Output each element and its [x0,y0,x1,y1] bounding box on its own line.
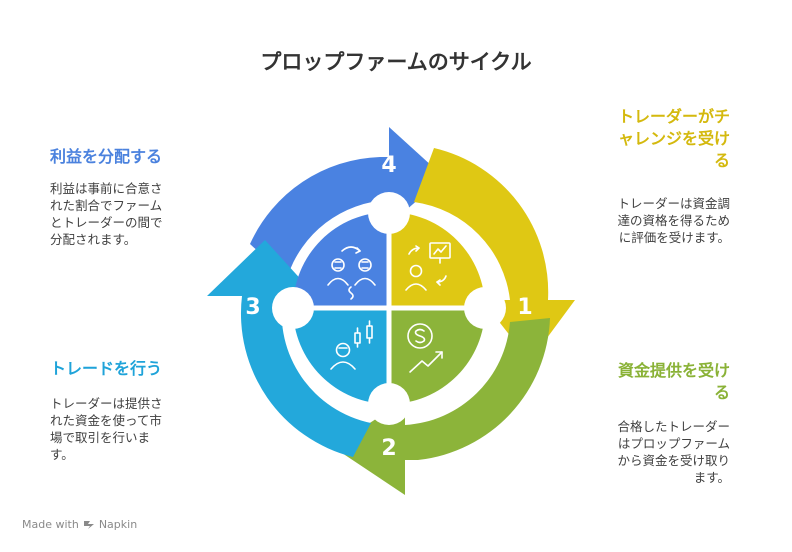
profit-sharing-icon [327,246,376,300]
arrow-step-1 [414,148,575,361]
step-number-2: 2 [381,436,396,461]
arrow-step-3 [207,240,371,457]
step-4-description: 利益は事前に合意さ れた割合でファーム とトレーダーの間で 分配されます。 [50,180,210,248]
trading-icon [330,320,373,370]
napkin-logo-icon [83,521,94,529]
step-4-desc-line: 利益は事前に合意さ [50,181,163,196]
step-3-heading: トレードを行う [50,359,163,378]
step-4-desc-line: 分配されます。 [50,232,137,247]
step-2-desc-line: 合格したトレーダー [617,419,730,434]
footer-brand: Napkin [98,518,138,531]
step-3-desc-line: トレーダーは提供さ [50,396,163,411]
step-2-desc-line: はプロップファーム [617,436,730,451]
step-4-desc-line: とトレーダーの間で [50,215,163,230]
step-4-desc-line: れた割合でファーム [50,198,163,213]
page-title: プロップファームのサイクル [260,50,532,74]
step-3-desc-line: 場で取引を行いま [50,430,151,445]
step-3-desc-line: れた資金を使って市 [50,413,162,428]
step-1-description: トレーダーは資金調 達の資格を得るため に評価を受けます。 [570,195,730,246]
step-2-desc-line: から資金を受け取り [617,453,730,468]
step-1-desc-line: トレーダーは資金調 [617,196,730,211]
step-number-1: 1 [517,295,532,320]
step-number-4: 4 [381,153,396,178]
step-number-3: 3 [245,295,260,320]
step-1-heading-line: る [713,151,730,170]
step-2-description: 合格したトレーダー はプロップファーム から資金を受け取り ます。 [570,418,730,486]
step-1-heading-line: トレーダーがチ [617,107,730,126]
arrow-step-4 [250,127,444,278]
step-1-desc-line: 達の資格を得るため [617,213,730,228]
step-3-description: トレーダーは提供さ れた資金を使って市 場で取引を行いま す。 [50,395,210,463]
funding-growth-icon [407,323,443,373]
step-3-desc-line: す。 [50,447,74,462]
footer-label: Made with [22,518,79,531]
step-2-heading-line: る [713,383,730,402]
step-1-desc-line: に評価を受けます。 [618,230,730,245]
step-1-heading-line: ャレンジを受け [617,129,730,148]
arrow-step-2 [333,318,550,495]
step-2-heading: 資金提供を受け る [570,360,730,404]
step-2-heading-line: 資金提供を受け [617,361,730,380]
made-with-napkin-footer[interactable]: Made with Napkin [22,518,137,531]
step-2-desc-line: ます。 [693,470,730,485]
trader-challenge-icon [405,242,451,291]
step-1-heading: トレーダーがチ ャレンジを受け る [570,106,730,172]
step-4-heading: 利益を分配する [50,147,163,166]
